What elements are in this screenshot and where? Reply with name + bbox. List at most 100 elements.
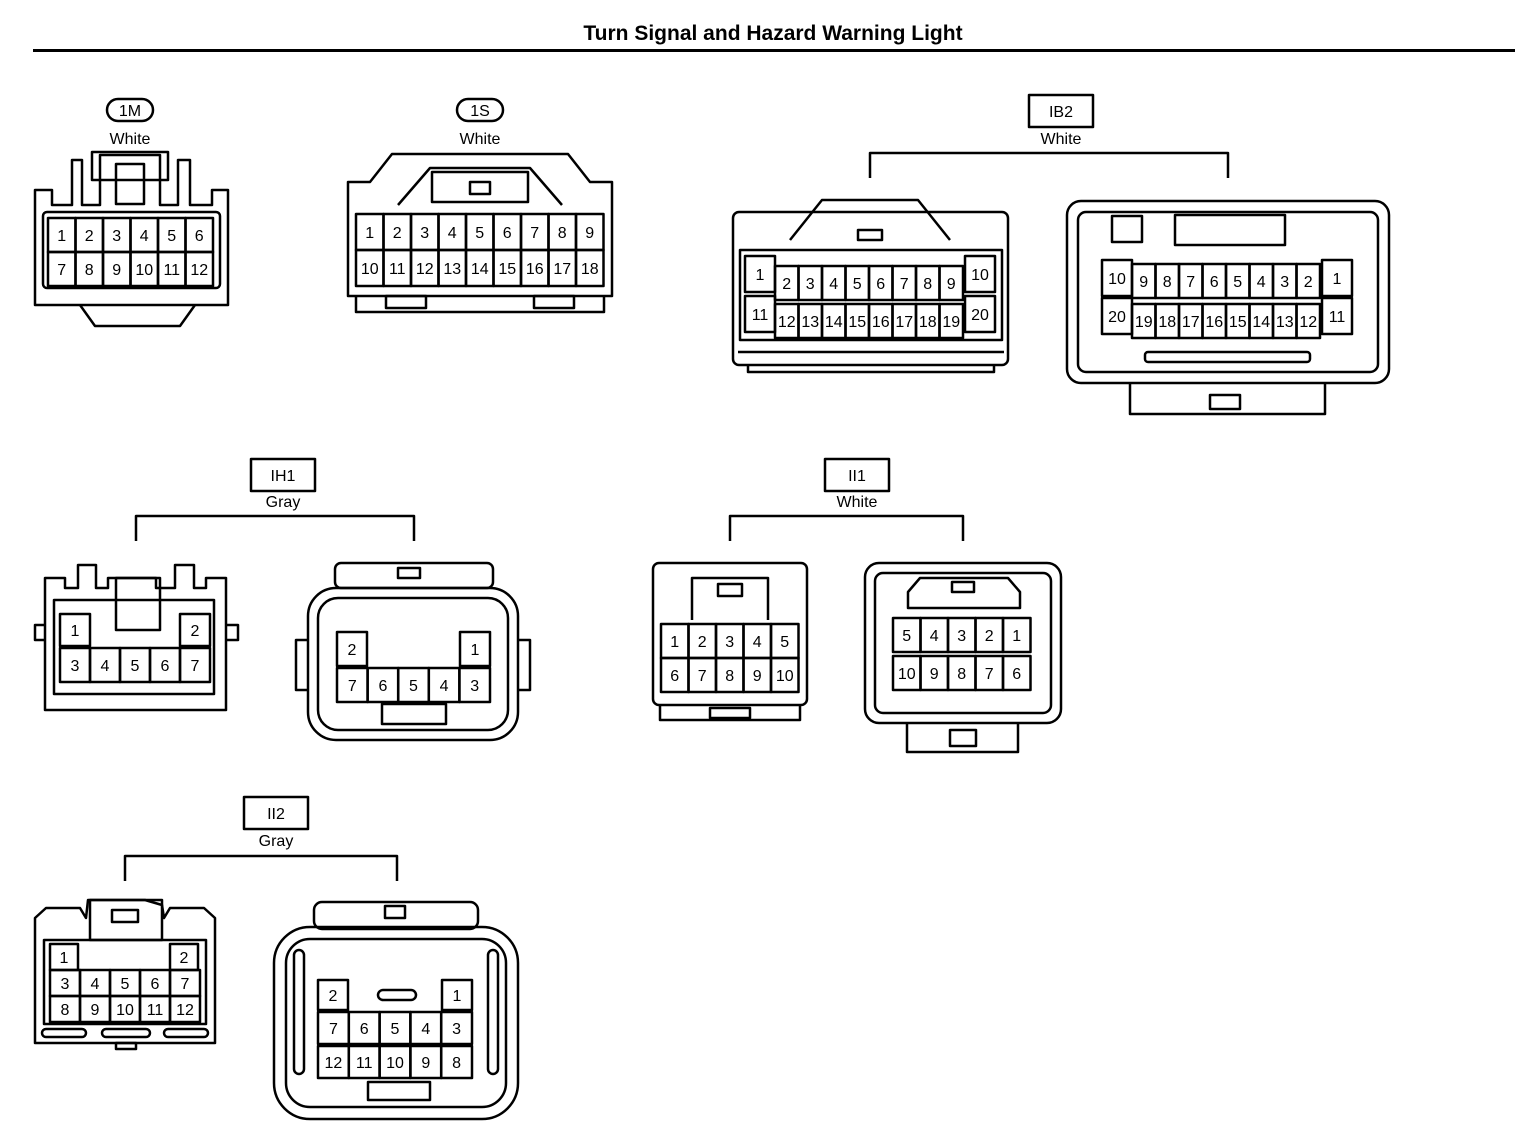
- pin-cell: [335, 630, 369, 668]
- pin-label: 6: [1210, 274, 1219, 291]
- pin-label: 2: [329, 988, 338, 1005]
- pin-label: 1: [453, 988, 462, 1005]
- pin-label: 4: [140, 228, 149, 245]
- connector-ib2-male-housing: [1065, 199, 1391, 385]
- connector-ii1-female-bottom-clip: [708, 706, 752, 720]
- pin-label: 18: [919, 314, 937, 331]
- pin-label: 10: [1108, 271, 1126, 288]
- pin-cell: [316, 978, 350, 1012]
- connector-ih1-male-side-left: [294, 638, 308, 692]
- connector-ii2-female-bottom-clip: [114, 1041, 138, 1051]
- pin-label: 8: [558, 225, 567, 242]
- pin-label: 16: [872, 314, 890, 331]
- connector-1s-lock-notch: [468, 180, 492, 196]
- pin-cell: [178, 612, 212, 648]
- connector-ib2-male-latch-bar: [1143, 350, 1312, 364]
- pin-label: 2: [85, 228, 94, 245]
- pin-label: 8: [85, 262, 94, 279]
- pin-label: 6: [1012, 666, 1021, 683]
- connector-1m-code-badge: [105, 97, 155, 123]
- pin-label: 16: [1205, 314, 1223, 331]
- connector-ib2: IB2 White 111212313414515616717818919102…: [731, 93, 1391, 416]
- pin-label: 11: [163, 262, 180, 279]
- pin-label: 2: [698, 634, 707, 651]
- pin-label: 3: [957, 628, 966, 645]
- connector-ii1-male-inner: [873, 571, 1053, 715]
- pin-label: 10: [116, 1002, 134, 1019]
- pin-cell: [1320, 258, 1354, 298]
- pin-label: 15: [848, 314, 866, 331]
- connector-ii2-female-lock-notch: [110, 908, 140, 924]
- connector-1s-bottom-rail: [354, 296, 606, 314]
- pin-label: 12: [416, 261, 434, 278]
- pin-cell: [439, 1044, 474, 1080]
- pin-label: 7: [348, 678, 357, 695]
- connector-1s-bottom-slot-left: [384, 294, 428, 310]
- pin-label: 10: [898, 666, 916, 683]
- pin-label: 15: [498, 261, 516, 278]
- pin-label: 15: [1229, 314, 1247, 331]
- pin-label: 17: [553, 261, 571, 278]
- pin-label: 19: [942, 314, 960, 331]
- connector-ih1-female-side-left: [33, 623, 45, 642]
- connector-ii1-male-bottom-rail: [905, 723, 1020, 754]
- pin-label: 17: [1182, 314, 1200, 331]
- pin-cell: [458, 666, 492, 704]
- pin-label: 3: [71, 658, 80, 675]
- pin-label: 10: [776, 668, 794, 685]
- connector-ib2-female-lock-notch: [856, 228, 884, 242]
- pin-label: 4: [829, 276, 838, 293]
- pin-label: 1: [471, 642, 480, 659]
- connector-ii2-code: II2: [267, 806, 285, 823]
- connector-ii1-male-lock: [906, 576, 1022, 610]
- pin-label: 5: [121, 976, 130, 993]
- connector-ii2-male-top-clip: [312, 900, 480, 931]
- connector-ih1-female-housing: [43, 563, 228, 712]
- pin-label: 7: [530, 225, 539, 242]
- connector-ii1-male-lock-notch: [950, 580, 976, 594]
- pin-label: 14: [825, 314, 843, 331]
- pin-label: 13: [1276, 314, 1294, 331]
- pin-label: 8: [957, 666, 966, 683]
- pin-label: 13: [443, 261, 461, 278]
- pin-label: 11: [752, 307, 769, 324]
- pin-label: 1: [670, 634, 679, 651]
- pin-label: 3: [112, 228, 121, 245]
- connector-ii1-female-lock-notch: [716, 582, 744, 598]
- pin-label: 5: [167, 228, 176, 245]
- connector-ii1-bracket: [728, 514, 965, 541]
- pin-label: 12: [325, 1055, 343, 1072]
- pin-label: 5: [391, 1021, 400, 1038]
- pin-label: 3: [470, 678, 479, 695]
- connector-ib2-male-key: [1110, 214, 1144, 244]
- pin-label: 9: [112, 262, 121, 279]
- connector-1s-color: White: [460, 131, 501, 148]
- connector-1m-color: White: [110, 131, 151, 148]
- pin-cell: [58, 612, 92, 648]
- connector-ih1-female-lock: [114, 576, 162, 632]
- pin-label: 1: [71, 623, 80, 640]
- connector-1s-lock: [397, 166, 563, 206]
- connector-ii2-male-top-notch: [383, 904, 407, 920]
- pin-label: 4: [421, 1021, 430, 1038]
- connector-ib2-color: White: [1041, 131, 1082, 148]
- pin-label: 9: [421, 1055, 430, 1072]
- connector-ih1-female-side-right: [226, 623, 240, 642]
- pin-label: 9: [753, 668, 762, 685]
- connector-ih1-male-side-right: [518, 638, 532, 692]
- pin-cell: [458, 630, 492, 668]
- pin-label: 14: [471, 261, 489, 278]
- pin-label: 2: [1304, 274, 1313, 291]
- pin-label: 1: [1333, 271, 1342, 288]
- connector-ii1-code: II1: [848, 468, 866, 485]
- pin-label: 9: [585, 225, 594, 242]
